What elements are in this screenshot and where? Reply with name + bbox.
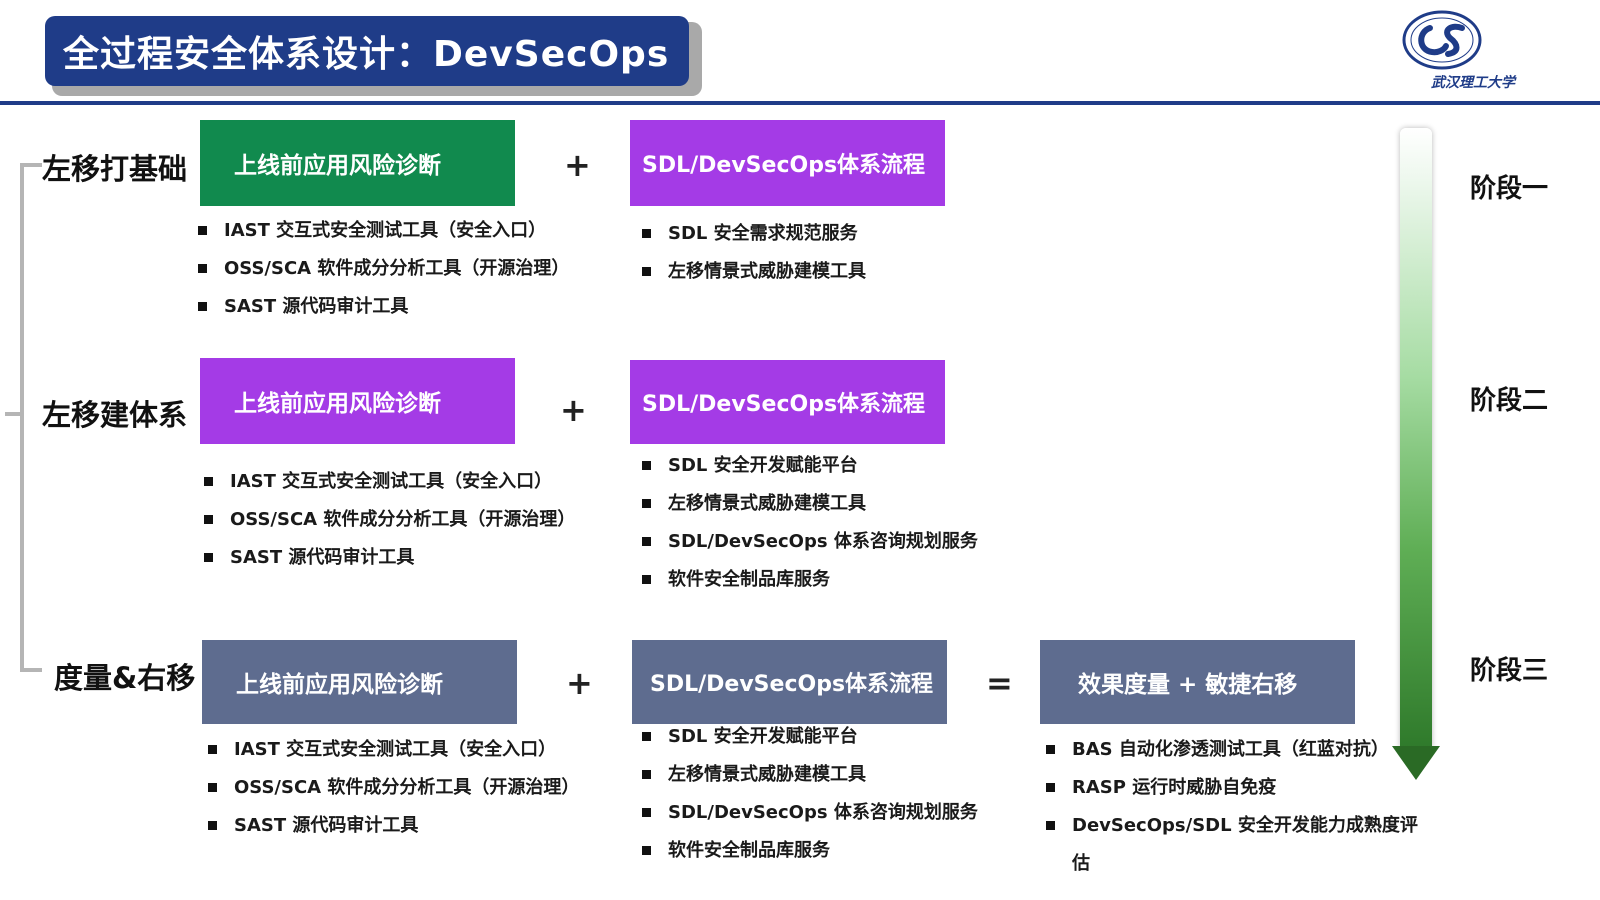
list-item: OSS/SCA 软件成分分析工具（开源治理）	[198, 250, 618, 288]
logo-text: 武汉理工大学	[1431, 75, 1515, 91]
plus-operator: +	[566, 664, 593, 702]
stage2-process-list: SDL 安全开发赋能平台 左移情景式威胁建模工具 SDL/DevSecOps 体…	[642, 447, 1002, 599]
row-label-stage2: 左移建体系	[42, 398, 188, 432]
risk-diagnosis-box: 上线前应用风险诊断	[200, 120, 515, 206]
list-item: 软件安全制品库服务	[642, 561, 1002, 599]
stage2-tools-list: IAST 交互式安全测试工具（安全入口） OSS/SCA 软件成分分析工具（开源…	[204, 463, 624, 577]
bracket-middle	[5, 412, 21, 416]
plus-operator: +	[560, 391, 587, 429]
list-item: OSS/SCA 软件成分分析工具（开源治理）	[208, 769, 588, 807]
risk-diagnosis-label: 上线前应用风险诊断	[234, 391, 441, 417]
stage1-process-list: SDL 安全需求规范服务 左移情景式威胁建模工具	[642, 215, 982, 291]
plus-operator: +	[564, 146, 591, 184]
list-item: IAST 交互式安全测试工具（安全入口）	[204, 463, 624, 501]
risk-diagnosis-box: 上线前应用风险诊断	[200, 358, 515, 444]
sdl-process-box: SDL/DevSecOps体系流程	[630, 360, 945, 444]
stage3-process-list: SDL 安全开发赋能平台 左移情景式威胁建模工具 SDL/DevSecOps 体…	[642, 718, 982, 896]
bracket-bottom	[20, 668, 42, 672]
list-item: DevSecOps/SDL 安全开发能力成熟度评估	[1046, 807, 1426, 883]
sdl-process-label: SDL/DevSecOps体系流程	[650, 672, 934, 697]
list-item: SDL 安全开发赋能平台	[642, 718, 982, 756]
row-label-stage3: 度量&右移	[54, 661, 196, 695]
bracket-vertical	[20, 165, 24, 670]
sdl-process-box: SDL/DevSecOps体系流程	[630, 120, 945, 206]
list-item: 左移情景式威胁建模工具	[642, 253, 982, 291]
list-item: SDL/DevSecOps 体系咨询规划服务	[642, 794, 982, 832]
list-item: SAST 源代码审计工具	[208, 807, 588, 845]
list-item: SDL 安全开发赋能平台	[642, 447, 1002, 485]
list-item: RASP 运行时威胁自免疫	[1046, 769, 1426, 807]
stage-label-3: 阶段三	[1470, 656, 1549, 686]
university-seal-icon	[1402, 10, 1482, 70]
sdl-process-label: SDL/DevSecOps体系流程	[642, 392, 926, 417]
list-item: 左移情景式威胁建模工具	[642, 485, 1002, 523]
stage-label-1: 阶段一	[1470, 174, 1549, 204]
metrics-shift-right-box: 效果度量 + 敏捷右移	[1040, 640, 1355, 724]
stage3-metrics-list: BAS 自动化渗透测试工具（红蓝对抗） RASP 运行时威胁自免疫 DevSec…	[1046, 731, 1426, 883]
list-item: BAS 自动化渗透测试工具（红蓝对抗）	[1046, 731, 1426, 769]
equals-operator: =	[986, 664, 1013, 702]
list-item: SAST 源代码审计工具	[204, 539, 624, 577]
sdl-process-label: SDL/DevSecOps体系流程	[642, 153, 926, 178]
list-item: SDL 安全需求规范服务	[642, 215, 982, 253]
title-banner: 全过程安全体系设计：DevSecOps	[45, 16, 689, 86]
page-title: 全过程安全体系设计：DevSecOps	[63, 34, 670, 75]
list-item: 软件安全制品库服务	[642, 832, 982, 870]
stage3-tools-list: IAST 交互式安全测试工具（安全入口） OSS/SCA 软件成分分析工具（开源…	[208, 731, 588, 845]
list-item: SDL/DevSecOps 体系咨询规划服务	[642, 523, 1002, 561]
sdl-process-box: SDL/DevSecOps体系流程	[632, 640, 947, 724]
stage1-tools-list: IAST 交互式安全测试工具（安全入口） OSS/SCA 软件成分分析工具（开源…	[198, 212, 618, 326]
list-item: IAST 交互式安全测试工具（安全入口）	[208, 731, 588, 769]
list-item: OSS/SCA 软件成分分析工具（开源治理）	[204, 501, 624, 539]
header-divider	[0, 101, 1600, 105]
stage-label-2: 阶段二	[1470, 386, 1549, 416]
list-item: SAST 源代码审计工具	[198, 288, 618, 326]
list-item: 左移情景式威胁建模工具	[642, 756, 982, 794]
risk-diagnosis-label: 上线前应用风险诊断	[234, 153, 441, 179]
arrow-down-icon	[1392, 746, 1440, 780]
row-label-stage1: 左移打基础	[42, 152, 188, 186]
metrics-shift-right-label: 效果度量 + 敏捷右移	[1078, 672, 1298, 698]
list-item: IAST 交互式安全测试工具（安全入口）	[198, 212, 618, 250]
bracket-top	[20, 163, 42, 167]
risk-diagnosis-label: 上线前应用风险诊断	[236, 672, 443, 698]
progress-arrow	[1400, 128, 1432, 748]
risk-diagnosis-box: 上线前应用风险诊断	[202, 640, 517, 724]
